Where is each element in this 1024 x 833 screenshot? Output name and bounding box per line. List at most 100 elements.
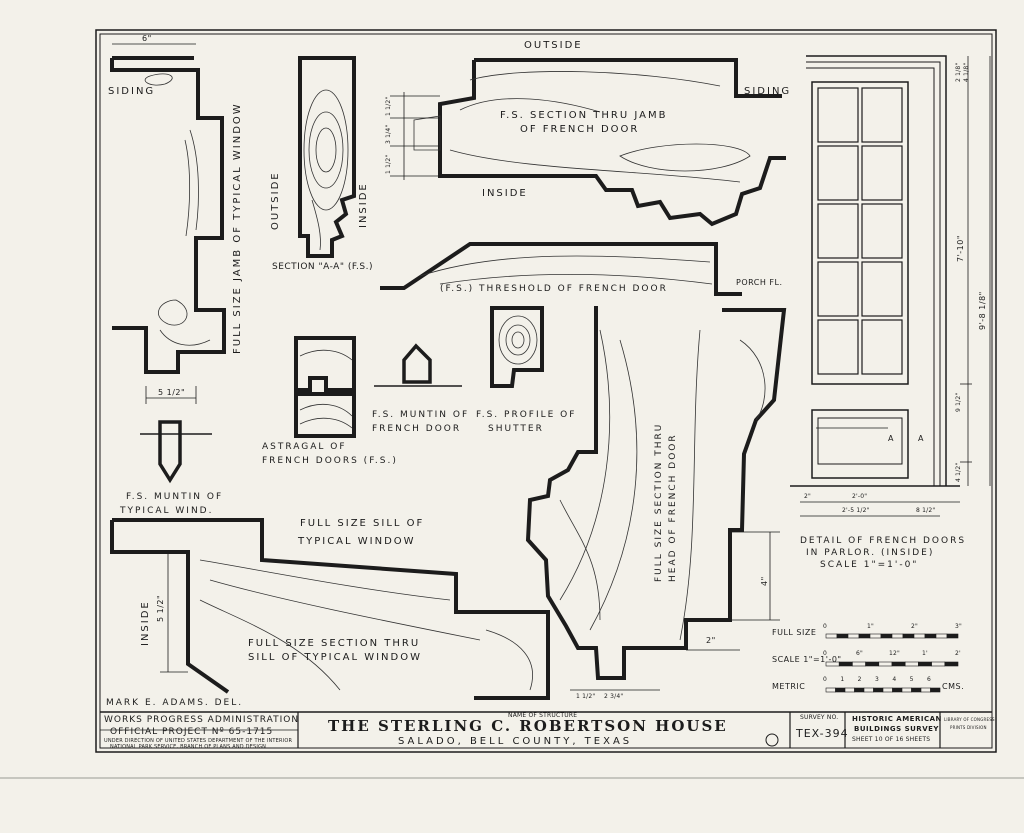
scale-bar-foot [944,661,959,667]
survey-caption: SURVEY NO. [800,714,839,721]
window-sill-grain [199,559,533,691]
scale-tick-full-size: 3" [955,623,962,630]
name-caption: NAME OF STRUCTURE [508,712,578,719]
french-door-jamb-label-1: F.S. SECTION THRU JAMB [500,110,668,121]
dim-2-3-4: 2 3/4" [604,693,624,700]
scale-bar-metric [825,687,836,693]
scale-bar-metric [930,687,941,693]
dim-2-top: 2 1/8" [955,62,962,82]
door-pane [817,319,859,375]
astragal-grain [299,349,353,429]
scale-bar-full-size [869,633,882,639]
scale-metric-label: METRIC [772,682,806,691]
dim-5-half-sill: 5 1/2" [156,594,165,622]
scale-bar-foot [865,661,880,667]
scale-bar-metric [882,687,893,693]
window-muntin [140,420,212,484]
shutter-profile-label-1: F.S. PROFILE OF [476,410,577,420]
section-aa-grain [303,89,349,251]
section-mark-right: A [918,434,924,443]
door-pane [817,203,859,259]
dim-1-half-b: 1 1/2" [385,154,392,174]
scale-tick-metric: 1 [840,676,845,683]
scale-full-size-label: FULL SIZE [772,628,817,637]
scale-bar-foot [931,661,946,667]
french-door-panes [817,87,903,375]
sheet-number: SHEET 10 OF 16 SHEETS [852,736,931,743]
outside-top-label: OUTSIDE [524,40,583,51]
scale-bar-full-size [913,633,926,639]
scale-tick-metric: 6 [927,676,932,683]
window-sill-dims [160,551,188,673]
project-number: OFFICIAL PROJECT Nº 65-1715 [110,727,274,737]
title-block-lines [100,711,992,748]
scale-bar-foot [891,661,906,667]
scale-tick-foot: 6" [856,650,863,657]
scale-metric-unit: CMS. [942,682,965,691]
window-jamb-label: FULL SIZE JAMB OF TYPICAL WINDOW [232,102,243,354]
french-door-elevation-dims [800,56,991,517]
astragal-label-1: ASTRAGAL OF [262,442,347,452]
french-door-elevation [790,55,960,487]
french-door-head-label-1: FULL SIZE SECTION THRU [654,422,664,582]
dim-2-5-half: 2'-5 1/2" [842,507,870,514]
scale-bar-foot [918,661,932,667]
scale-bar-metric [835,687,846,693]
outside-vertical-label: OUTSIDE [270,171,281,230]
french-door-muntin [374,343,462,387]
door-pane [817,145,859,201]
scale-bar-metric [920,687,931,693]
french-door-jamb-grain [413,71,751,183]
porch-label: PORCH FL. [736,278,783,287]
dim-2a: 2" [804,493,811,500]
scale-bar-full-size [825,633,838,639]
direction-line-2: NATIONAL PARK SERVICE, BRANCH OF PLANS A… [110,744,267,750]
dim-4-half: 4 1/2" [955,462,962,482]
window-jamb-section [110,56,226,374]
astragal-label-2: FRENCH DOORS (F.S.) [262,456,398,466]
scale-bar-metric [911,687,922,693]
agency-name: WORKS PROGRESS ADMINISTRATION [104,715,300,725]
dim-9-half: 9 1/2" [955,392,962,412]
siding-left-label: SIDING [108,86,156,97]
inside-door-label: INSIDE [482,188,528,199]
dim-4: 4" [760,576,769,586]
scale-bar-metric [854,687,865,693]
scale-caption: SCALE 1"=1'-0" [772,655,842,664]
scale-bar-metric [873,687,884,693]
structure-location: SALADO, BELL COUNTY, TEXAS [398,736,633,747]
french-door-jamb-label-2: OF FRENCH DOOR [520,124,640,135]
siding-right-label: SIDING [744,86,792,97]
astragal-section [294,336,356,438]
scale-tick-full-size: 0 [823,623,828,630]
dim-2: 2" [706,636,716,645]
section-mark-left: A [888,434,894,443]
detail-label-1: DETAIL OF FRENCH DOORS [800,536,967,546]
dim-9-8: 9'-8 1/8" [978,291,987,330]
door-pane [861,145,903,201]
dim-8-half: 8 1/2" [916,507,936,514]
habs-line-2: BUILDINGS SURVEY [854,725,939,733]
scale-tick-foot: 2' [955,650,961,657]
window-sill-section-label-2: SILL OF TYPICAL WINDOW [248,652,422,663]
scale-bar-full-size [836,633,849,639]
window-muntin-label-1: F.S. MUNTIN OF [126,492,224,502]
dim-2-0: 2'-0" [852,493,868,500]
detail-label-3: SCALE 1"=1'-0" [820,560,919,570]
section-aa-label: SECTION "A-A" (F.S.) [272,262,374,272]
window-muntin-label-2: TYPICAL WIND. [120,506,214,516]
scale-bar-metric [863,687,874,693]
scale-bar-full-size [902,633,915,639]
dim-1-half-a: 1 1/2" [385,96,392,116]
window-sill-label-1: FULL SIZE SILL OF [300,518,425,529]
french-door-head-label-2: HEAD OF FRENCH DOOR [668,433,678,582]
scale-bar-foot [904,661,919,667]
dim-6: 6" [142,34,152,43]
scale-tick-full-size: 2" [911,623,918,630]
scale-bar-full-size [924,633,937,639]
library-line-1: LIBRARY OF CONGRESS [944,717,995,722]
scale-tick-metric: 4 [892,676,897,683]
french-door-muntin-label-2: FRENCH DOOR [372,424,462,434]
door-pane [861,203,903,259]
graphic-scales [825,633,959,693]
